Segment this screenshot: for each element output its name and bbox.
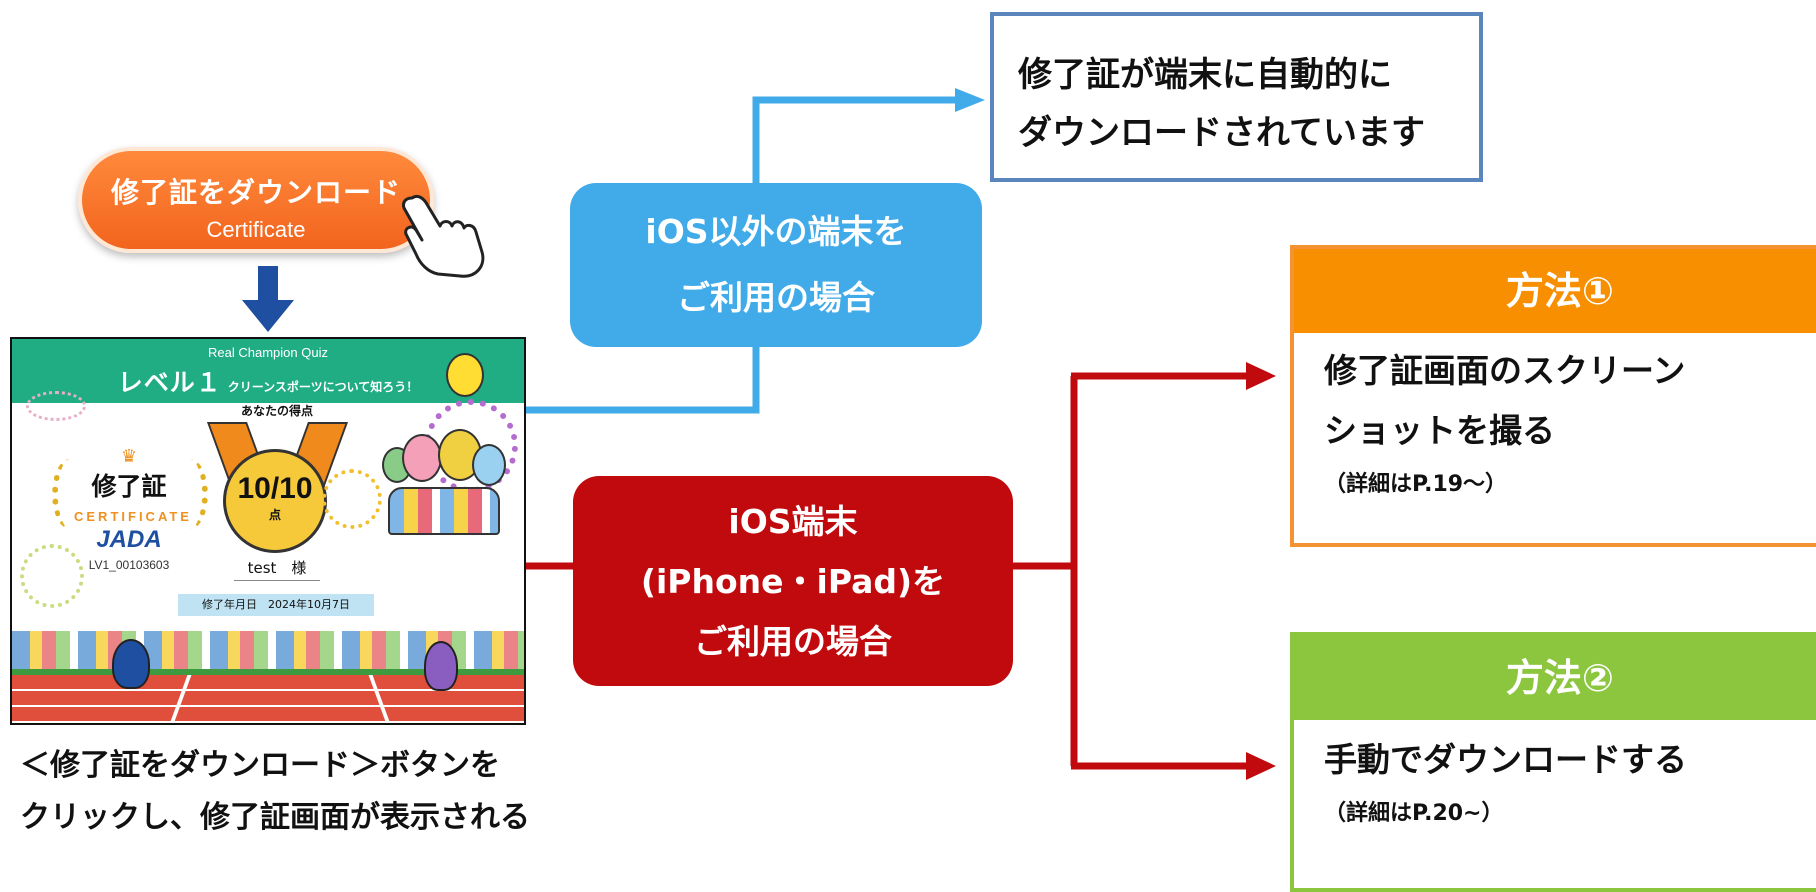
certificate-title-block: ♛ 修了証 CERTIFICATE JADA LV1_00103603 <box>74 446 192 572</box>
mascot-illustration <box>446 353 484 397</box>
score-medal: 10/10 点 <box>223 449 327 553</box>
method-1-title: 方法① <box>1294 249 1816 333</box>
auto-download-box: 修了証が端末に自動的に ダウンロードされています <box>990 12 1483 182</box>
method1-arrowhead <box>1246 362 1276 390</box>
crown-icon: ♛ <box>120 446 138 467</box>
method-1-line-2: ショットを撮る <box>1324 411 1555 450</box>
method-1-line-1: 修了証画面のスクリーン <box>1324 351 1686 390</box>
non-ios-line-2: ご利用の場合 <box>677 278 875 317</box>
laurel-left-icon <box>52 459 88 529</box>
runner-character <box>424 641 458 691</box>
certificate-caption: ＜修了証をダウンロード＞ボタンを クリックし、修了証画面が表示される <box>20 740 640 844</box>
level-label: レベル１ <box>117 368 222 397</box>
certificate-title: 修了証 <box>91 472 167 501</box>
firework-decoration <box>26 391 86 421</box>
certificate-header: Real Champion Quiz レベル１ クリーンスポーツについて知ろう！ <box>12 339 524 403</box>
runner-character <box>112 639 150 689</box>
firework-decoration <box>20 544 84 608</box>
ios-line-2: (iPhone・iPad)を <box>640 562 946 601</box>
balloon-illustration <box>402 434 442 482</box>
method-2-line-1: 手動でダウンロードする <box>1324 740 1687 779</box>
download-certificate-button[interactable]: 修了証をダウンロード Certificate <box>78 147 434 253</box>
ios-box: iOS端末 (iPhone・iPad)を ご利用の場合 <box>573 476 1013 686</box>
non-ios-arrowhead <box>955 88 985 112</box>
recipient-name: test 様 <box>234 557 320 581</box>
method-1-box: 方法① 修了証画面のスクリーン ショットを撮る （詳細はP.19〜） <box>1290 245 1816 547</box>
method-2-note: （詳細はP.20~） <box>1324 801 1504 826</box>
method2-arrowhead <box>1246 752 1276 780</box>
certificate-id: LV1_00103603 <box>88 558 170 572</box>
balloon-illustration <box>472 444 506 486</box>
auto-download-line-1: 修了証が端末に自動的に <box>1018 55 1392 95</box>
non-ios-line-1: iOS以外の端末を <box>645 212 907 251</box>
score-value: 10/10 <box>237 472 313 505</box>
certificate-word: CERTIFICATE <box>74 509 192 524</box>
ios-line-3: ご利用の場合 <box>694 622 892 661</box>
method-2-title: 方法② <box>1294 636 1816 720</box>
jada-logo: JADA <box>96 526 162 553</box>
download-button-sublabel: Certificate <box>206 217 306 242</box>
non-ios-box: iOS以外の端末を ご利用の場合 <box>570 183 982 347</box>
caption-line-1: ＜修了証をダウンロード＞ボタンを <box>20 748 500 783</box>
firework-decoration <box>322 469 382 529</box>
download-button-label: 修了証をダウンロード <box>110 176 401 209</box>
pointing-hand-icon <box>402 194 485 278</box>
method-1-note: （詳細はP.19〜） <box>1324 472 1508 497</box>
ios-line-1: iOS端末 <box>728 502 858 541</box>
level-subtitle: クリーンスポーツについて知ろう！ <box>227 380 419 394</box>
completion-date: 修了年月日 2024年10月7日 <box>178 594 374 616</box>
down-arrow-icon <box>242 266 294 332</box>
score-label: あなたの得点 <box>240 404 313 418</box>
laurel-right-icon <box>172 459 208 529</box>
quiz-name: Real Champion Quiz <box>208 345 328 360</box>
method-2-box: 方法② 手動でダウンロードする （詳細はP.20~） <box>1290 632 1816 892</box>
score-unit: 点 <box>268 508 281 522</box>
caption-line-2: クリックし、修了証画面が表示される <box>20 800 530 835</box>
characters-illustration <box>388 487 500 535</box>
auto-download-line-2: ダウンロードされています <box>1018 113 1425 153</box>
grass-strip <box>12 669 524 675</box>
